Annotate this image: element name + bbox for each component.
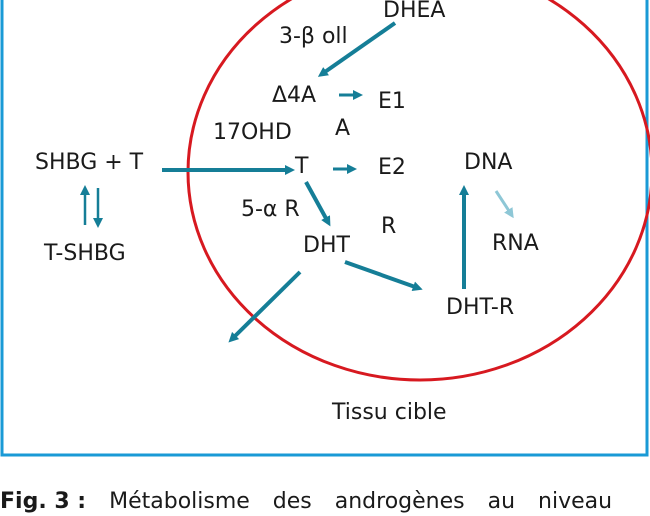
label-a: A [335,116,350,141]
label-r: R [381,214,396,239]
label-5-alpha-r: 5-α R [241,197,300,222]
label-dht-r: DHT-R [446,295,514,320]
label-dhea: DHEA [383,0,445,23]
caption-figure-number: Fig. 3 : [0,489,87,514]
figure-caption: Fig. 3 : Métabolisme des androgènes au n… [0,489,650,516]
caption-text: Métabolisme des androgènes au niveau [109,489,613,514]
label-dna: DNA [464,150,512,175]
arrow-dht-to-dhtr [344,260,423,292]
arrow-dna-to-rna [494,190,514,219]
target-tissue-circle [186,0,650,382]
label-t-shbg: T-SHBG [43,241,126,266]
frame-border [0,0,649,457]
label-3-beta-oll: 3-β oll [279,24,348,49]
label-e1: E1 [378,89,406,114]
label-shbg-t: SHBG + T [35,150,144,175]
label-tissu-cible: Tissu cible [331,400,447,425]
label-dht: DHT [303,233,350,258]
label-17ohd: 17OHD [213,120,292,145]
label-delta4a: Δ4A [272,83,316,108]
arrow-dht-out [228,270,302,343]
label-t: T [294,154,309,179]
label-e2: E2 [378,155,406,180]
label-rna: RNA [492,231,539,256]
arrow-dhea-to-delta4a [317,21,397,77]
arrow-t-to-dht [304,181,331,227]
